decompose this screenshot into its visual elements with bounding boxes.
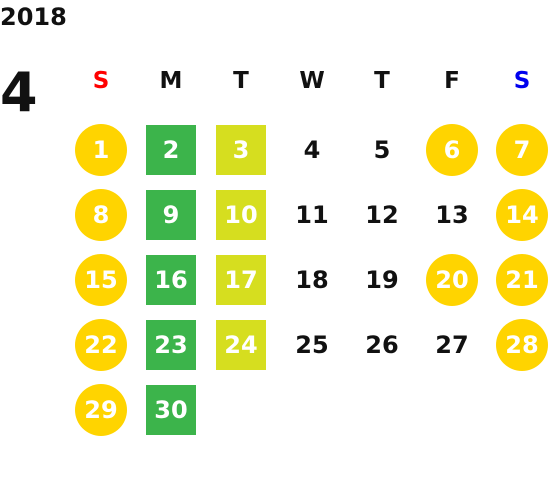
calendar-day[interactable]: 12 bbox=[365, 201, 399, 229]
weekday-label: T bbox=[233, 68, 249, 94]
calendar-day-marked-alt[interactable]: 24 bbox=[216, 320, 266, 370]
calendar-day-marked-alt[interactable]: 17 bbox=[216, 255, 266, 305]
calendar-day-marked[interactable]: 30 bbox=[146, 385, 196, 435]
calendar-day[interactable]: 19 bbox=[365, 266, 399, 294]
calendar-day-highlighted[interactable]: 14 bbox=[496, 189, 548, 241]
calendar-day-marked[interactable]: 23 bbox=[146, 320, 196, 370]
weekday-label: W bbox=[299, 68, 325, 94]
weekday-label: F bbox=[444, 68, 460, 94]
calendar-day-highlighted[interactable]: 22 bbox=[75, 319, 127, 371]
calendar-day[interactable]: 26 bbox=[365, 331, 399, 359]
calendar-day-highlighted[interactable]: 20 bbox=[426, 254, 478, 306]
calendar-day-highlighted[interactable]: 21 bbox=[496, 254, 548, 306]
calendar-day-highlighted[interactable]: 1 bbox=[75, 124, 127, 176]
calendar-day-marked[interactable]: 2 bbox=[146, 125, 196, 175]
calendar-day-marked-alt[interactable]: 10 bbox=[216, 190, 266, 240]
calendar-day-highlighted[interactable]: 6 bbox=[426, 124, 478, 176]
calendar-year: 2018 bbox=[0, 3, 67, 31]
calendar-day-marked-alt[interactable]: 3 bbox=[216, 125, 266, 175]
calendar-day[interactable]: 25 bbox=[295, 331, 329, 359]
weekday-label: S bbox=[513, 68, 531, 94]
calendar-day-marked[interactable]: 16 bbox=[146, 255, 196, 305]
calendar-day[interactable]: 5 bbox=[373, 136, 391, 164]
calendar-day-highlighted[interactable]: 28 bbox=[496, 319, 548, 371]
calendar-day[interactable]: 11 bbox=[295, 201, 329, 229]
calendar-day[interactable]: 18 bbox=[295, 266, 329, 294]
calendar-day-marked[interactable]: 9 bbox=[146, 190, 196, 240]
calendar-day-highlighted[interactable]: 29 bbox=[75, 384, 127, 436]
calendar-month: 4 bbox=[0, 61, 38, 124]
calendar-day[interactable]: 13 bbox=[435, 201, 469, 229]
calendar-day-highlighted[interactable]: 8 bbox=[75, 189, 127, 241]
calendar-day-highlighted[interactable]: 7 bbox=[496, 124, 548, 176]
weekday-label: T bbox=[374, 68, 390, 94]
calendar-day[interactable]: 4 bbox=[303, 136, 321, 164]
weekday-label: S bbox=[92, 68, 110, 94]
calendar-day[interactable]: 27 bbox=[435, 331, 469, 359]
calendar-day-highlighted[interactable]: 15 bbox=[75, 254, 127, 306]
weekday-label: M bbox=[159, 68, 183, 94]
